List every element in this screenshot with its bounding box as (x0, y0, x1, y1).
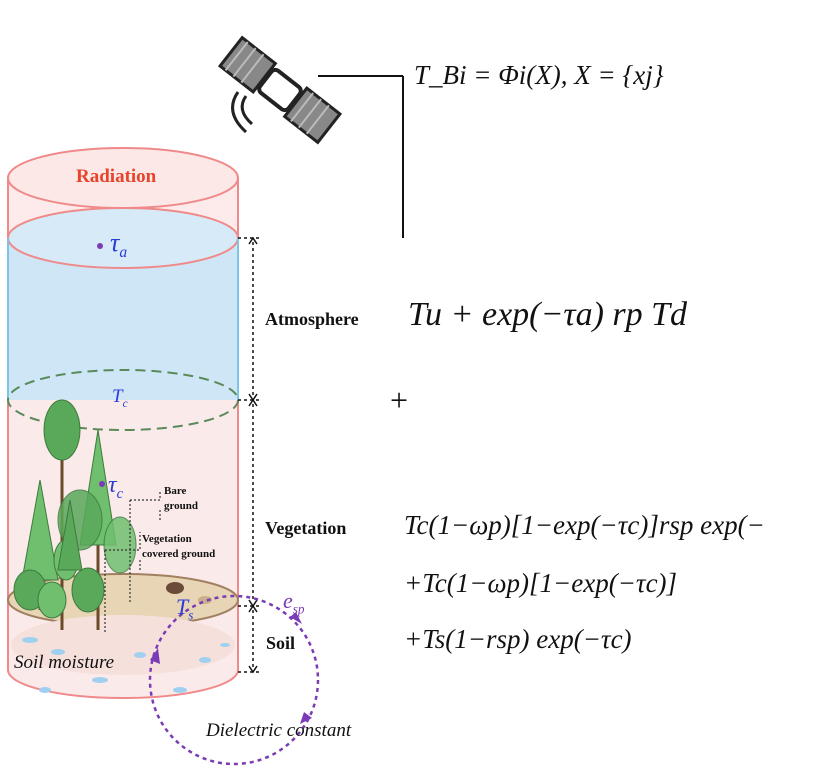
layer-brackets (238, 236, 262, 674)
radiation-label: Radiation (76, 166, 157, 187)
tau-c-symbol: τc (108, 472, 123, 502)
atmosphere-equation: Tu + exp(−τa) rp Td (408, 296, 688, 333)
cylinder (7, 147, 239, 699)
tau-a-symbol: τa (110, 228, 128, 262)
rock (166, 582, 184, 594)
soil-equation: +Ts(1−rsp) exp(−τc) (404, 624, 632, 654)
soil-moisture-label: Soil moisture (14, 652, 115, 673)
satellite-icon (217, 35, 343, 145)
esp-symbol: esp (283, 588, 305, 617)
atmosphere-label: Atmosphere (265, 309, 359, 329)
vegetation-trees (13, 399, 137, 630)
vegetation-label: Vegetation (265, 518, 347, 538)
dielectric-loop (148, 594, 320, 766)
vegetation-equation-line1: Tc(1−ωp)[1−exp(−τc)]rsp exp(− (404, 510, 765, 540)
dielectric-constant-label: Dielectric constant (206, 720, 352, 741)
tc-top-symbol: Tc (112, 386, 128, 410)
top-equation: T_Bi = Φi(X), X = {xj} (414, 60, 664, 90)
plus-sign: + (390, 382, 409, 418)
ts-symbol: Ts (176, 594, 194, 623)
vegetation-equation-line2: +Tc(1−ωp)[1−exp(−τc)] (404, 568, 678, 598)
soil-label: Soil (266, 633, 296, 653)
